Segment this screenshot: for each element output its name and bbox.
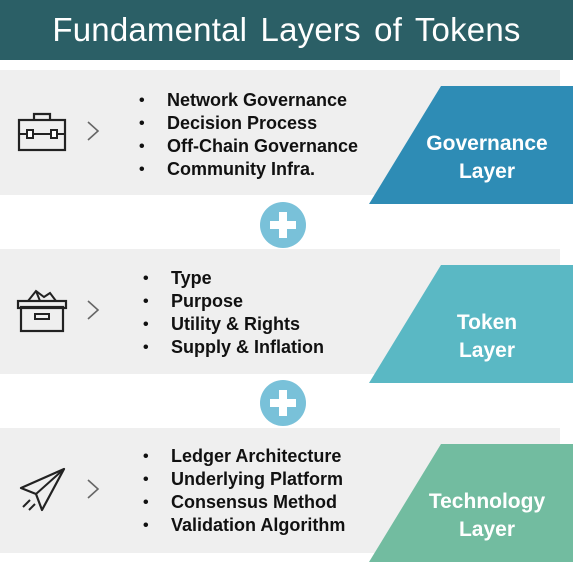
paper-plane-icon [19,467,66,512]
list-item: Consensus Method [143,491,345,514]
plus-icon [260,202,306,248]
page-title: Fundamental Layers of Tokens [52,11,521,48]
technology-layer-label: Technology Layer [428,490,546,541]
governance-layer-label: Governance Layer [426,132,548,183]
list-item: Purpose [143,290,324,313]
plus-icon [260,380,306,426]
open-box-icon [16,289,68,333]
governance-items-list: Network Governance Decision Process Off-… [139,89,358,181]
list-item: Utility & Rights [143,313,324,336]
chevron-right-icon [87,479,100,499]
list-item: Community Infra. [139,158,358,181]
chevron-right-icon [87,300,100,320]
token-items-list: Type Purpose Utility & Rights Supply & I… [143,267,324,359]
technology-items-list: Ledger Architecture Underlying Platform … [143,445,345,537]
list-item: Off-Chain Governance [139,135,358,158]
list-item: Ledger Architecture [143,445,345,468]
list-item: Type [143,267,324,290]
technology-layer-tag-shape [369,444,573,562]
list-item: Network Governance [139,89,358,112]
list-item: Validation Algorithm [143,514,345,537]
layer-band-token: Type Purpose Utility & Rights Supply & I… [0,249,573,383]
toolbox-icon [17,112,67,152]
token-layer-tag-shape [369,265,573,383]
list-item: Supply & Inflation [143,336,324,359]
title-bar: Fundamental Layers of Tokens [0,0,573,60]
layer-band-technology: Ledger Architecture Underlying Platform … [0,428,573,562]
layer-band-governance: Network Governance Decision Process Off-… [0,70,573,204]
list-item: Underlying Platform [143,468,345,491]
chevron-right-icon [87,121,100,141]
governance-layer-tag-shape [369,86,573,204]
token-layer-label: Token Layer [456,311,518,362]
list-item: Decision Process [139,112,358,135]
